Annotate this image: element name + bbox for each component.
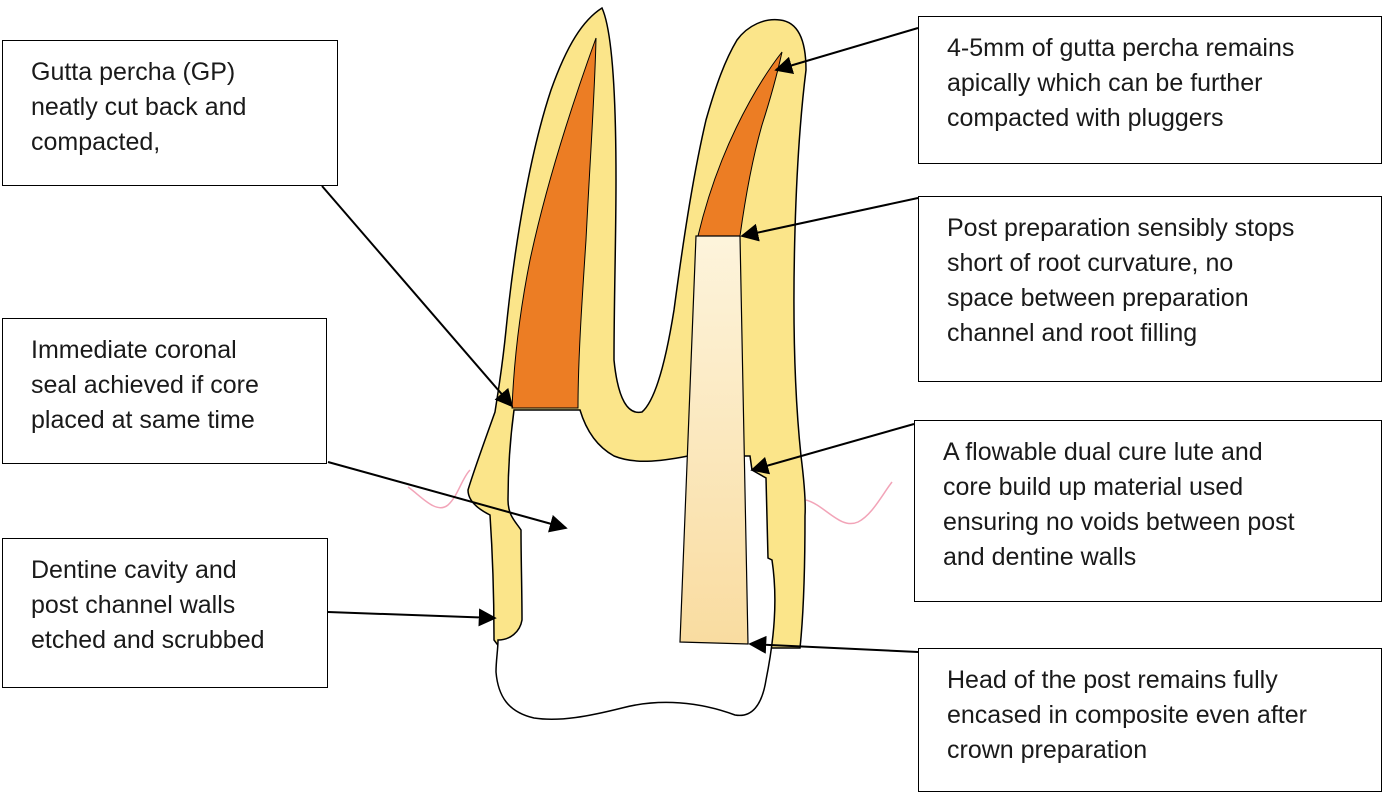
- label-line: Immediate coronal: [31, 336, 237, 364]
- label-line: post channel walls: [31, 591, 236, 619]
- label-flowable-lute: A flowable dual cure lute and core build…: [914, 420, 1382, 602]
- arrow-lute: [750, 423, 915, 475]
- gingiva-left: [407, 469, 471, 509]
- label-line: apically which can be further: [947, 69, 1263, 97]
- label-dentine-etched: Dentine cavity and post channel walls et…: [2, 538, 328, 688]
- arrow-gp: [321, 185, 514, 408]
- label-line: Gutta percha (GP): [31, 58, 236, 86]
- label-apical-gutta-percha: 4-5mm of gutta percha remains apically w…: [918, 16, 1382, 164]
- label-gutta-percha-cut-back: Gutta percha (GP) neatly cut back and co…: [2, 40, 338, 186]
- arrow-dentine: [327, 608, 497, 627]
- arrow-seal: [327, 461, 568, 533]
- label-line: seal achieved if core: [31, 371, 259, 399]
- label-line: compacted,: [31, 128, 161, 156]
- label-line: Post preparation sensibly stops: [947, 214, 1295, 242]
- label-line: placed at same time: [31, 406, 255, 434]
- label-line: neatly cut back and: [31, 93, 247, 121]
- label-line: Dentine cavity and: [31, 556, 237, 584]
- label-line: channel and root filling: [947, 319, 1198, 347]
- arrow-apical: [774, 27, 919, 75]
- fiber-post: [679, 235, 749, 645]
- gutta-percha-left: [511, 37, 597, 409]
- label-line: space between preparation: [947, 284, 1249, 312]
- label-post-preparation: Post preparation sensibly stops short of…: [918, 196, 1382, 382]
- label-line: A flowable dual cure lute and: [943, 438, 1263, 466]
- arrow-postprep: [740, 197, 919, 242]
- label-line: crown preparation: [947, 736, 1148, 764]
- label-line: etched and scrubbed: [31, 626, 265, 654]
- label-line: compacted with pluggers: [947, 104, 1224, 132]
- arrow-head: [748, 635, 919, 654]
- label-line: encased in composite even after: [947, 701, 1307, 729]
- label-line: Head of the post remains fully: [947, 666, 1278, 694]
- label-post-head-encased: Head of the post remains fully encased i…: [918, 648, 1382, 792]
- label-coronal-seal: Immediate coronal seal achieved if core …: [2, 318, 327, 464]
- gingiva-right: [805, 481, 893, 525]
- label-line: and dentine walls: [943, 543, 1137, 571]
- label-line: ensuring no voids between post: [943, 508, 1295, 536]
- label-line: short of root curvature, no: [947, 249, 1234, 277]
- label-line: 4-5mm of gutta percha remains: [947, 34, 1295, 62]
- label-line: core build up material used: [943, 473, 1244, 501]
